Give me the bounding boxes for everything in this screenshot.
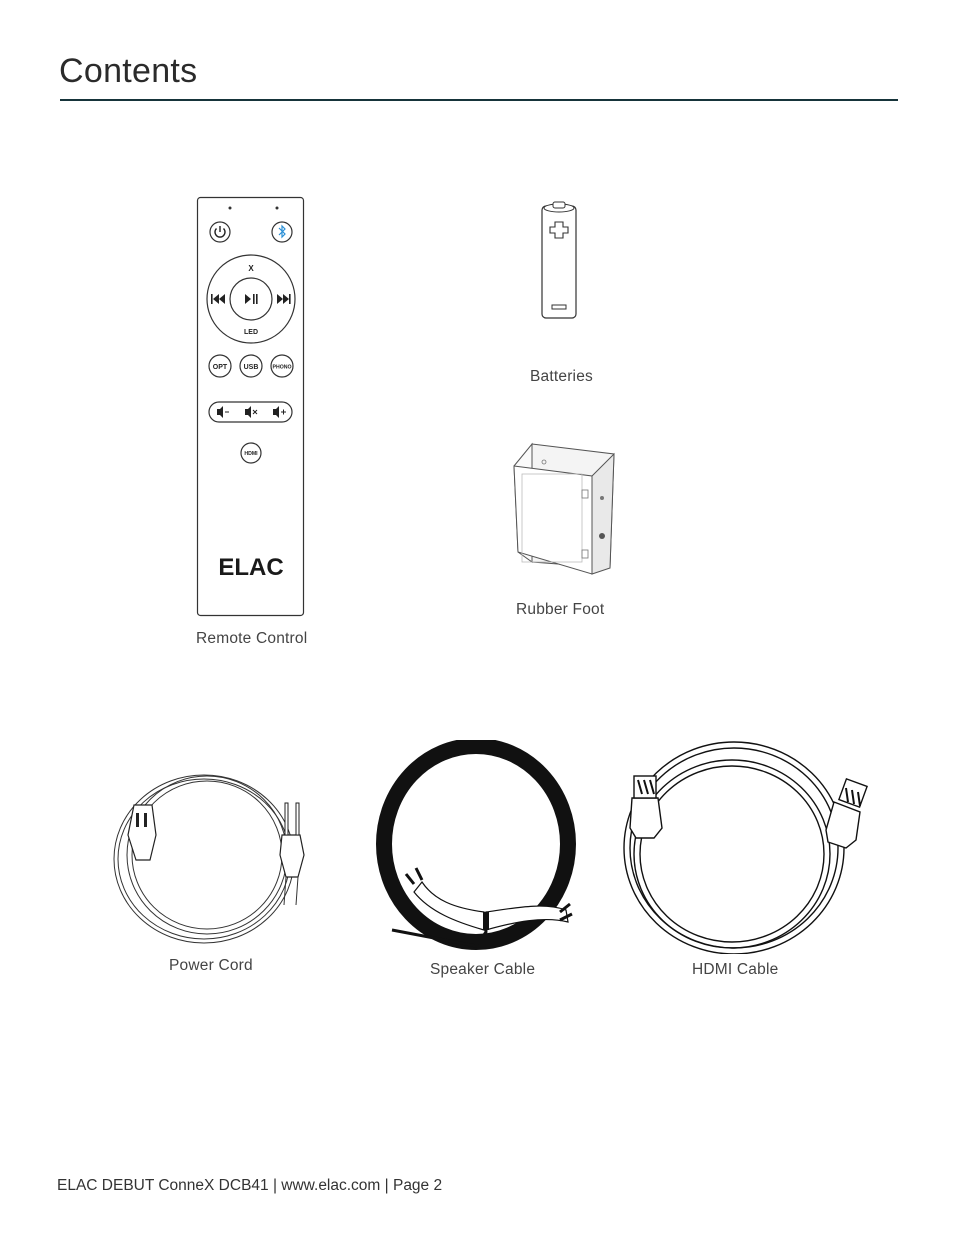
caption-hdmi-cable: HDMI Cable	[692, 961, 779, 978]
ring-top-label: X	[248, 264, 254, 273]
battery-illustration	[541, 201, 577, 319]
title-divider	[60, 99, 898, 101]
volume-up-icon	[273, 406, 286, 418]
volume-down-icon	[217, 406, 229, 418]
ring-bottom-label: LED	[244, 329, 258, 336]
rubber-foot-illustration	[513, 442, 615, 575]
speaker-cable-illustration	[376, 740, 576, 950]
hdmi-cable-illustration	[623, 741, 868, 954]
power-cord-illustration	[113, 774, 305, 944]
hdmi-connector-left-icon	[629, 775, 663, 839]
phono-button: PHONO	[270, 354, 294, 378]
next-track-icon	[277, 294, 291, 304]
elac-logo: ELAC	[218, 554, 283, 581]
phono-label: PHONO	[272, 365, 291, 371]
page-footer: ELAC DEBUT ConneX DCB41 | www.elac.com |…	[57, 1177, 443, 1194]
caption-remote-control: Remote Control	[196, 630, 308, 647]
usb-button: USB	[239, 354, 263, 378]
plus-icon	[549, 221, 569, 239]
caption-rubber-foot: Rubber Foot	[516, 601, 605, 618]
power-plug-icon	[279, 834, 305, 878]
page-title: Contents	[59, 52, 198, 90]
caption-power-cord: Power Cord	[169, 957, 253, 974]
hdmi-button: HDMI	[240, 442, 262, 464]
bluetooth-icon	[271, 221, 293, 243]
hdmi-connector-right-icon	[825, 778, 868, 849]
hdmi-label: HDMI	[244, 451, 258, 457]
remote-control-illustration: X LED OPT USB PHONO HD	[196, 196, 305, 617]
usb-label: USB	[244, 364, 259, 371]
play-pause-icon	[245, 294, 258, 304]
previous-track-icon	[211, 294, 225, 304]
caption-batteries: Batteries	[530, 368, 593, 385]
opt-button: OPT	[208, 354, 232, 378]
opt-label: OPT	[213, 364, 228, 371]
power-connector-icon	[127, 804, 157, 861]
power-icon	[209, 221, 231, 243]
mute-icon	[245, 406, 258, 418]
caption-speaker-cable: Speaker Cable	[430, 961, 536, 978]
